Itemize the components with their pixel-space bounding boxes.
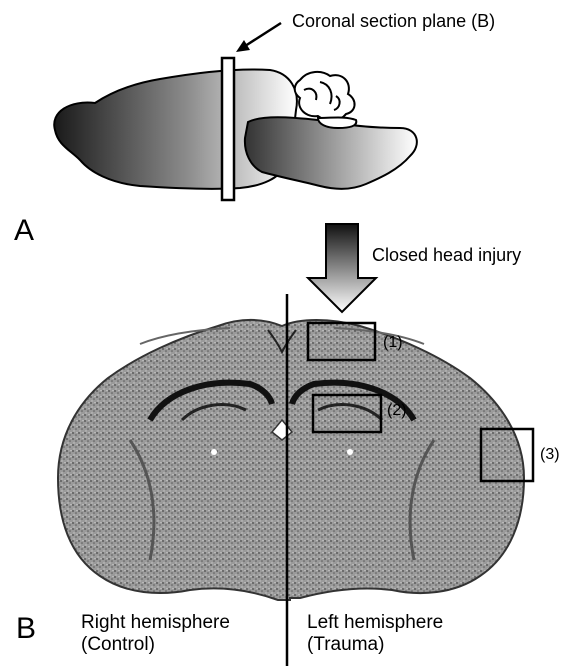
left-hemisphere-condition: (Trauma): [307, 634, 443, 656]
section-plane-label: Coronal section plane (B): [292, 11, 495, 32]
region-label-2: (2): [387, 402, 407, 420]
panel-b-label: B: [16, 612, 36, 646]
section-plane-bar: [222, 58, 234, 200]
injury-arrow: [308, 224, 376, 312]
region-label-3: (3): [540, 446, 560, 464]
coronal-section: [58, 320, 524, 600]
left-hemisphere-name: Left hemisphere: [307, 612, 443, 634]
panel-a-label: A: [14, 214, 34, 248]
right-hemisphere-condition: (Control): [81, 634, 230, 656]
section-pointer-arrowhead: [236, 40, 250, 52]
right-hemisphere-label: Right hemisphere (Control): [81, 612, 230, 656]
coronal-outline: [58, 320, 524, 600]
left-hemisphere-label: Left hemisphere (Trauma): [307, 612, 443, 656]
region-label-1: (1): [383, 334, 403, 352]
injury-label: Closed head injury: [372, 245, 521, 266]
right-hemisphere-name: Right hemisphere: [81, 612, 230, 634]
sagittal-brain: [54, 23, 417, 200]
